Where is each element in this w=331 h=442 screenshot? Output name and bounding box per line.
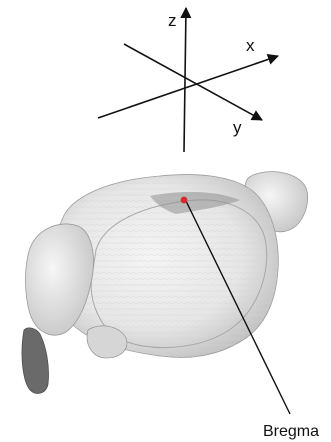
y-axis-label: y (233, 118, 242, 137)
bregma-label: Bregma (263, 423, 319, 440)
bregma-marker (181, 197, 188, 204)
z-axis-label: z (168, 11, 177, 30)
z-axis (184, 8, 186, 152)
x-axis (98, 56, 278, 118)
x-axis-label: x (246, 36, 255, 55)
y-axis (124, 44, 262, 120)
brain-illustration (22, 172, 308, 394)
brain-stem (22, 328, 49, 393)
coordinate-axes: z x y (98, 8, 278, 152)
